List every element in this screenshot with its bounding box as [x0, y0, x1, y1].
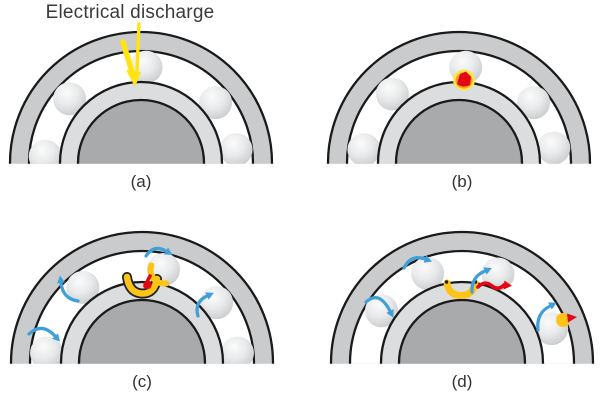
debris-arrow-head — [503, 280, 512, 290]
rotation-arrow-icon-head — [423, 255, 433, 263]
rotation-arrow-icon — [364, 296, 392, 313]
panel-b-caption: (b) — [451, 172, 473, 191]
rotation-arrow-icon-head — [57, 275, 65, 284]
discharge-bolt-icon — [135, 22, 141, 72]
figure-title: Electrical discharge — [45, 2, 215, 23]
rotation-arrow-icon-head — [52, 333, 61, 342]
bearing-diagram-c — [9, 230, 275, 364]
rotation-arrow-icon — [402, 256, 427, 270]
panel-b: (b) — [300, 0, 600, 200]
rotation-arrow-icon — [59, 281, 80, 303]
rotation-arrow-icon-head — [548, 302, 557, 310]
rotation-arrow-icon — [470, 269, 487, 294]
panel-c-caption: (c) — [132, 372, 152, 391]
rotation-arrow-icon — [195, 294, 209, 318]
discharge-arrowhead-icon — [126, 70, 141, 87]
shaft — [77, 298, 207, 364]
ball — [375, 77, 409, 111]
ball — [28, 139, 62, 164]
shaft — [394, 98, 524, 164]
ball — [517, 86, 551, 120]
melt-spot — [457, 71, 471, 87]
panel-d-caption: (d) — [451, 372, 473, 391]
crater-lip-mark — [444, 280, 449, 284]
bearing-half-section — [8, 30, 274, 164]
ball-weld-patch — [147, 262, 170, 287]
rotation-arrow-icon-head — [483, 267, 492, 275]
molten-debris — [143, 280, 152, 290]
rotation-arrow-icon-head — [386, 309, 394, 318]
ball — [53, 82, 87, 116]
ball — [537, 131, 571, 164]
ball — [219, 133, 253, 164]
discharge-bolt-icon — [120, 39, 135, 75]
panel-d: (d) — [300, 200, 600, 400]
ball — [347, 133, 381, 164]
outer-ring-weld-spot — [556, 313, 570, 327]
rotation-arrow-icon — [27, 326, 57, 338]
panel-c: (c) — [0, 200, 300, 400]
raceway-crater — [123, 273, 161, 297]
shaft — [76, 98, 206, 164]
panel-a-caption: (a) — [130, 172, 152, 191]
ball — [411, 256, 445, 290]
ball — [199, 86, 233, 120]
weld-debris — [567, 313, 577, 323]
shaft — [397, 298, 527, 364]
ball — [30, 336, 64, 364]
bearing-diagram-b — [326, 30, 592, 164]
rotation-arrow-icon — [536, 304, 552, 332]
ball — [364, 294, 398, 328]
rotation-arrow-icon — [144, 246, 168, 258]
bearing-diagram-d — [329, 230, 595, 364]
bearing-diagram-a — [8, 22, 274, 164]
ball — [66, 270, 100, 304]
panel-a: (a) — [0, 0, 300, 200]
rotation-arrow-icon-head — [205, 292, 214, 300]
debris-arrow-icon — [476, 281, 506, 291]
rotation-arrow-icon-head — [163, 247, 173, 255]
ball — [220, 336, 254, 364]
